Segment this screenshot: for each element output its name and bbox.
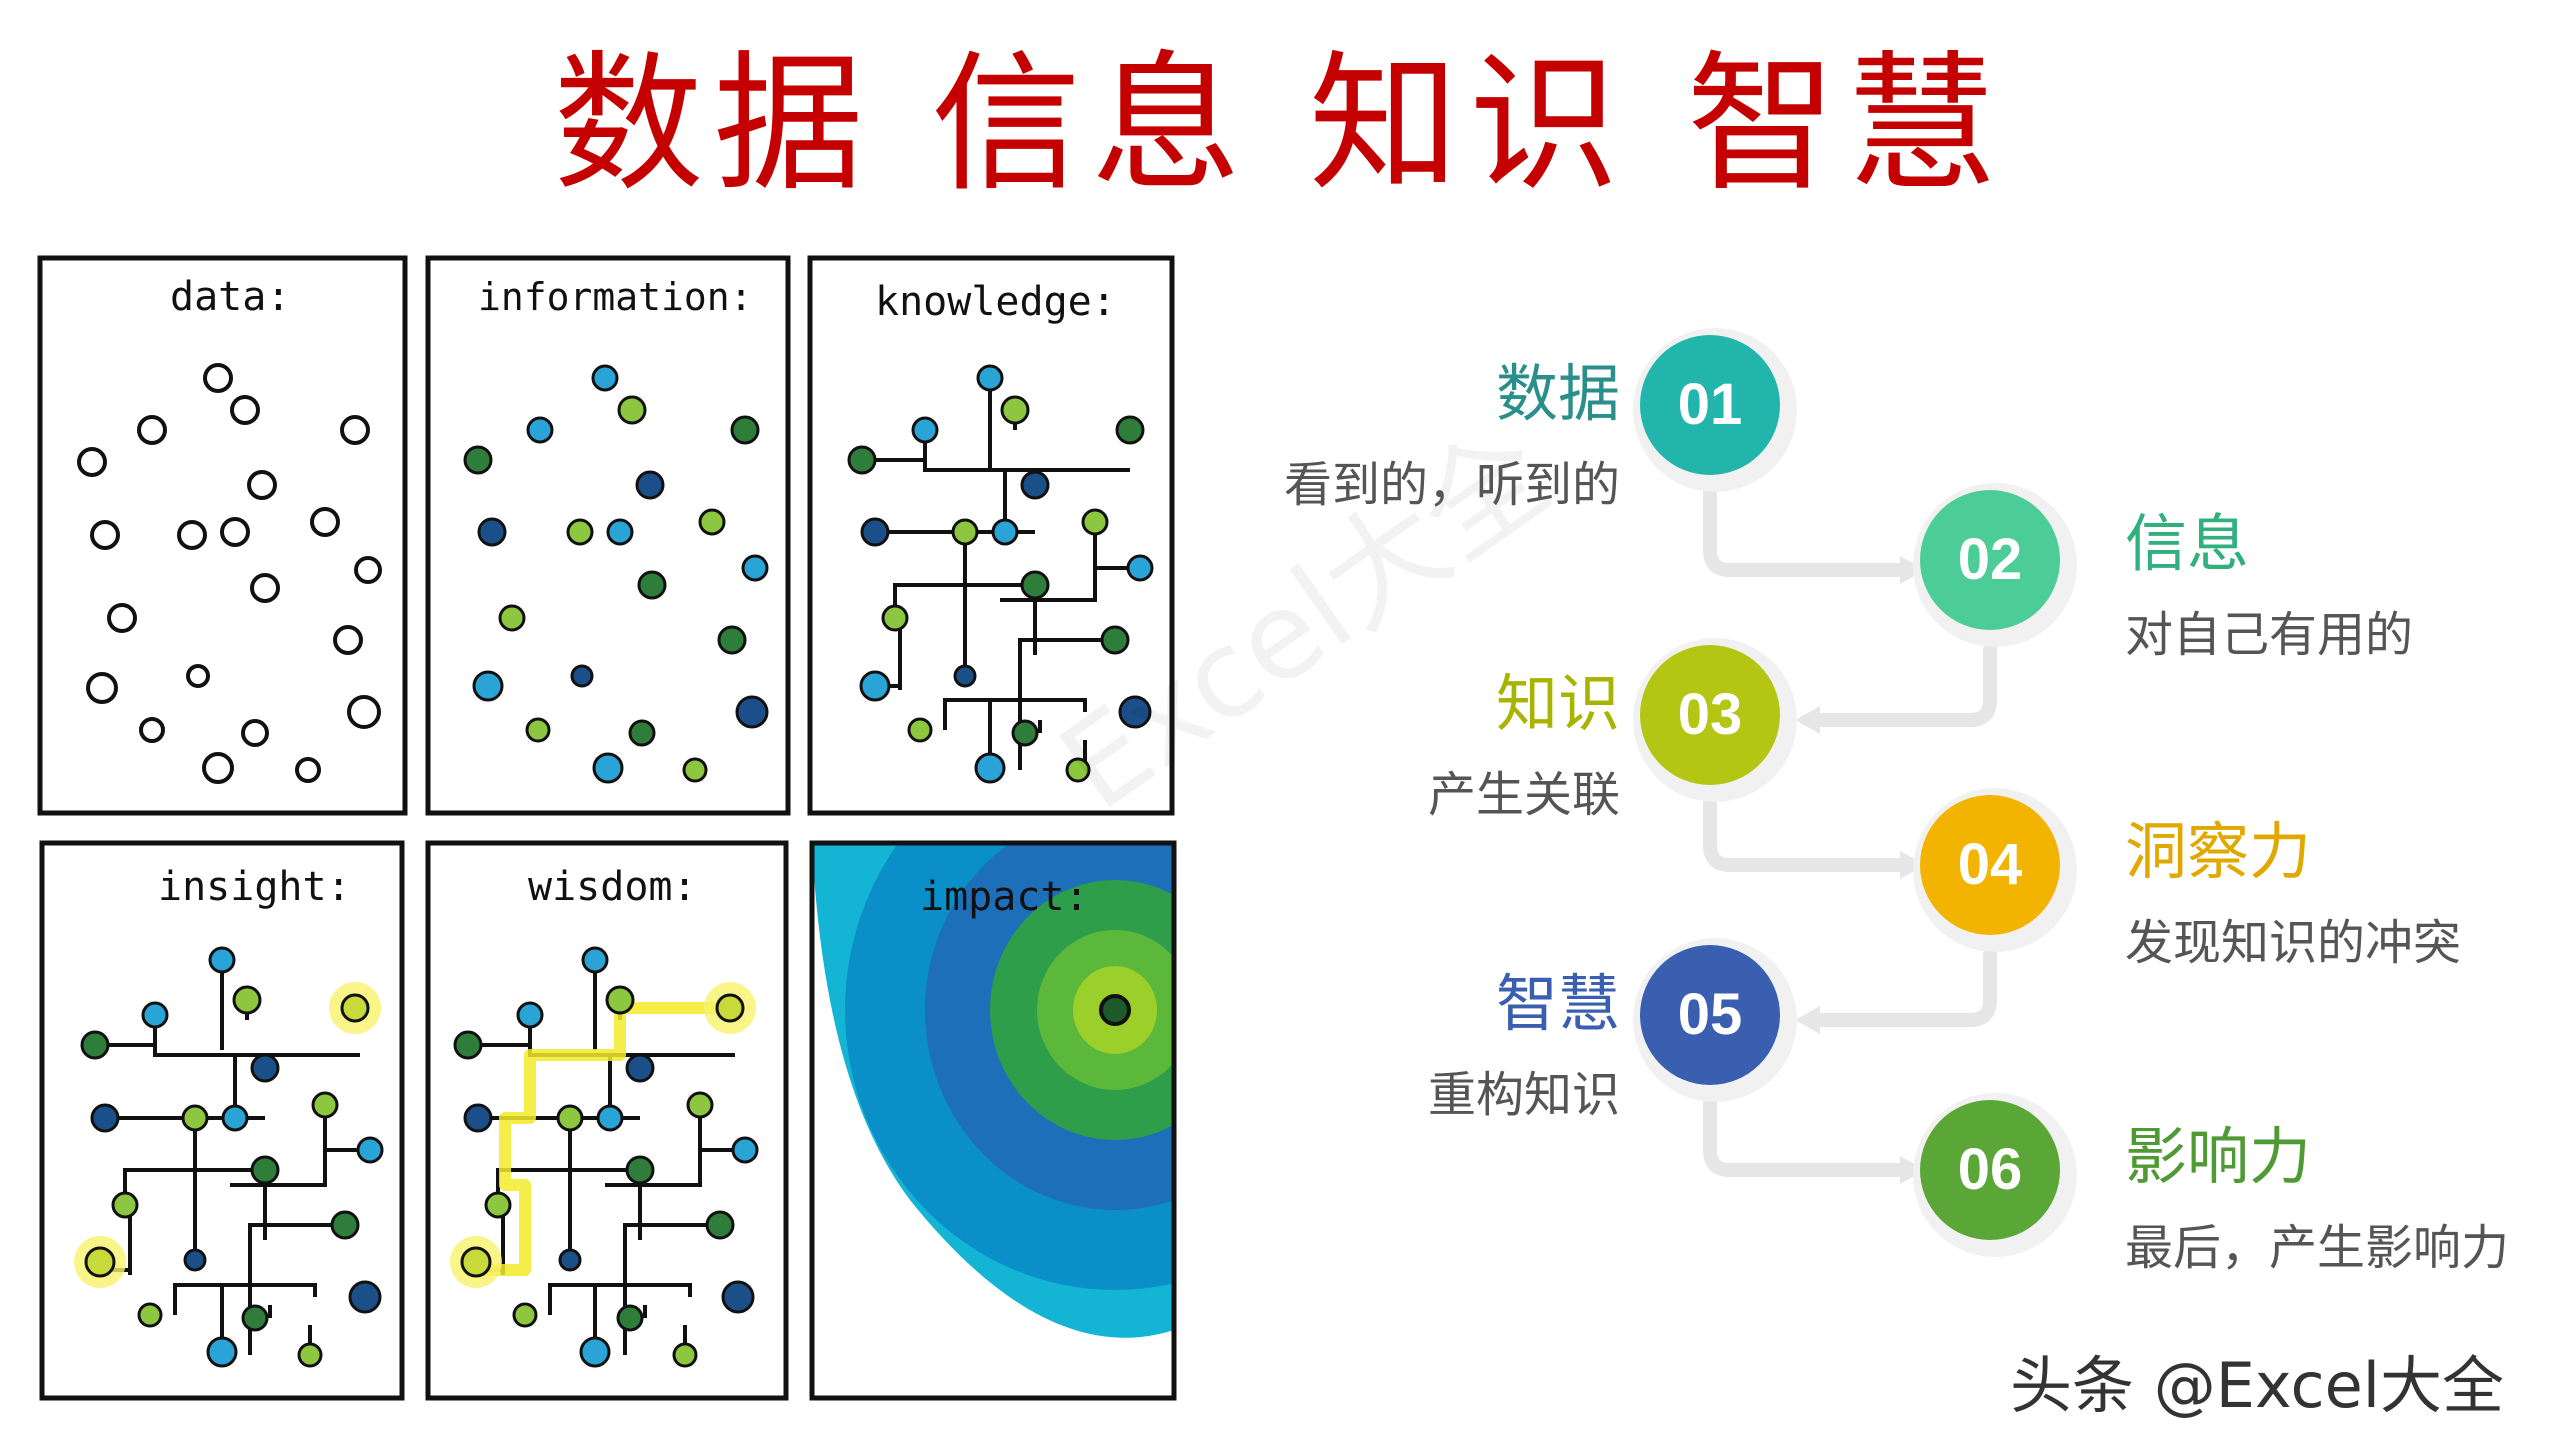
step-circle-05 [1633, 938, 1797, 1102]
panel-label-data: data: [170, 274, 290, 320]
step-title-insight: 洞察力 [2125, 815, 2312, 888]
step-desc-knowledge: 产生关联 [1427, 767, 1620, 823]
step-number-01: 01 [1677, 372, 1743, 437]
step-desc-insight: 发现知识的冲突 [2125, 915, 2462, 971]
page-title: 数据 信息 知识 智慧 [553, 38, 2007, 212]
panel-wisdom-frame [425, 840, 789, 1401]
panel-label-information: information: [478, 275, 753, 319]
step-title-information: 信息 [2125, 507, 2250, 580]
panel-knowledge-frame [807, 255, 1175, 816]
panel-impact [809, 840, 1177, 1401]
panel-label-knowledge: knowledge: [875, 279, 1116, 325]
step-desc-information: 对自己有用的 [2125, 607, 2414, 663]
panel-information-frame [425, 255, 791, 816]
step-circle-03 [1633, 638, 1797, 802]
step-circle-02 [1913, 483, 2077, 647]
step-title-wisdom: 智慧 [1495, 967, 1620, 1040]
step-desc-wisdom: 重构知识 [1427, 1067, 1620, 1123]
panel-insight-dots [80, 946, 384, 1368]
step-title-data: 数据 [1495, 357, 1620, 430]
panel-wisdom-path [478, 1002, 730, 1276]
step-number-04: 04 [1957, 832, 2023, 897]
step-number-02: 02 [1957, 527, 2023, 592]
step-number-03: 03 [1677, 682, 1743, 747]
panel-wisdom-dots [453, 946, 759, 1368]
source-watermark: 头条 @Excel大全 [2010, 1349, 2504, 1422]
step-number-05: 05 [1677, 982, 1743, 1047]
panel-label-impact: impact: [920, 874, 1089, 920]
step-circle-06 [1913, 1093, 2077, 1257]
step-circle-04 [1913, 788, 2077, 952]
step-title-impact: 影响力 [2125, 1120, 2312, 1193]
step-desc-impact: 最后，产生影响力 [2125, 1220, 2510, 1276]
step-circle-01 [1633, 328, 1797, 492]
step-circles [1633, 328, 2077, 1257]
panel-insight-frame [39, 840, 405, 1401]
step-title-knowledge: 知识 [1495, 667, 1620, 740]
panel-label-wisdom: wisdom: [528, 864, 697, 910]
panel-knowledge-dots [847, 364, 1154, 784]
panel-information-dots [463, 364, 769, 784]
panel-data-dots [77, 363, 382, 784]
panel-data-frame [37, 255, 408, 816]
panel-label-insight: insight: [158, 864, 351, 910]
step-desc-data: 看到的，听到的 [1283, 457, 1620, 513]
dikw-panels: data: information: knowledge: insight: w… [37, 255, 1177, 1401]
step-number-06: 06 [1957, 1137, 2023, 1202]
